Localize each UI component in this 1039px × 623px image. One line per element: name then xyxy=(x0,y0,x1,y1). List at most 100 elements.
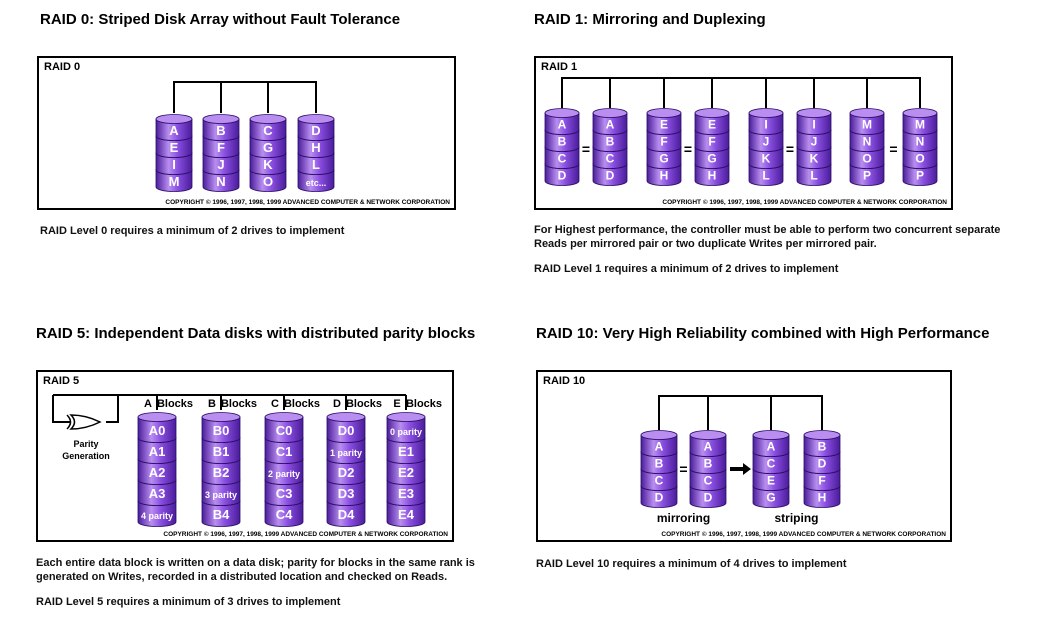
disk-label: O xyxy=(915,152,924,166)
disk-segment xyxy=(752,485,790,508)
disk-segment xyxy=(544,129,580,152)
disk-segment xyxy=(386,458,426,485)
disk-segment-top xyxy=(386,412,426,422)
disk-segment-top xyxy=(592,108,628,118)
disk-label: N xyxy=(863,135,872,149)
bus-line xyxy=(173,81,317,113)
disk-segment xyxy=(264,479,304,506)
disk-label: F xyxy=(660,135,667,149)
disk-segment xyxy=(796,146,832,169)
disk-segment xyxy=(297,135,335,158)
disk-label: A xyxy=(655,440,664,454)
disk-label: C1 xyxy=(276,444,293,459)
disk-segment xyxy=(592,146,628,169)
disk-label: E3 xyxy=(398,486,414,501)
disk-segment-top xyxy=(264,412,304,422)
disk-label: J xyxy=(217,157,224,172)
disk-label: A xyxy=(558,118,567,132)
raid1-desc-line xyxy=(534,251,1000,262)
disk-segment xyxy=(902,112,938,135)
disk-label: A3 xyxy=(149,486,166,501)
disk-segment xyxy=(249,135,287,158)
raid5-desc-line: generated on Writes, recorded in a distr… xyxy=(36,571,448,583)
raid0-desc-line: RAID Level 0 requires a minimum of 2 dri… xyxy=(40,225,345,237)
disk-segment-top xyxy=(902,108,938,118)
disk-segment xyxy=(155,135,193,158)
disk-label: A1 xyxy=(149,444,166,459)
raid0-label: RAID 0 xyxy=(44,61,81,73)
disk-segment-top xyxy=(249,114,287,124)
disk-segment xyxy=(137,479,177,506)
disk-label: G xyxy=(707,152,716,166)
disk-segment xyxy=(264,458,304,485)
disk-segment xyxy=(155,169,193,192)
xor-gate-icon xyxy=(69,414,102,430)
bus-line xyxy=(561,77,921,108)
disk-segment xyxy=(803,434,841,457)
disk-label: D xyxy=(311,123,320,138)
disk-label: E xyxy=(708,118,716,132)
disk-label: H xyxy=(311,140,320,155)
striping-label: striping xyxy=(775,511,819,525)
disk-segment xyxy=(202,169,240,192)
disk-label: E1 xyxy=(398,444,414,459)
disk-segment xyxy=(849,146,885,169)
disk-segment-top xyxy=(796,108,832,118)
disk-label: G xyxy=(766,491,775,505)
block-header: A xyxy=(144,398,152,410)
disk-segment xyxy=(326,479,366,506)
disk-label: F xyxy=(708,135,715,149)
disk-segment xyxy=(646,146,682,169)
disk-segment xyxy=(326,500,366,527)
disk-label: 4 parity xyxy=(141,511,173,521)
raid1-copyright: COPYRIGHT © 1996, 1997, 1998, 1999 ADVAN… xyxy=(662,199,947,206)
disk-segment xyxy=(592,129,628,152)
raid0-copyright: COPYRIGHT © 1996, 1997, 1998, 1999 ADVAN… xyxy=(165,199,450,206)
disk-label: K xyxy=(263,157,273,172)
parity-feedback-line xyxy=(52,395,71,423)
disk-segment-top xyxy=(849,108,885,118)
disk-segment-top xyxy=(640,430,678,440)
disk-segment-top xyxy=(689,430,727,440)
xor-gate-icon xyxy=(66,414,72,430)
disk-segment xyxy=(752,434,790,457)
disk-segment xyxy=(155,152,193,175)
disk-label: O xyxy=(862,152,871,166)
block-header: Blocks xyxy=(284,398,320,410)
disk-label: C xyxy=(606,152,615,166)
disk-segment xyxy=(297,118,335,141)
block-header: E xyxy=(393,398,400,410)
disk-segment xyxy=(748,112,784,135)
disk-label: D xyxy=(606,169,615,183)
disk-label: 1 parity xyxy=(330,448,362,458)
disk-label: 0 parity xyxy=(390,427,422,437)
raid1-desc-line: RAID Level 1 requires a minimum of 2 dri… xyxy=(534,263,839,275)
disk-label: H xyxy=(818,491,827,505)
disk-segment xyxy=(201,437,241,464)
disk-label: B xyxy=(216,123,225,138)
disk-label: I xyxy=(812,118,815,132)
equals-sign: = xyxy=(684,141,692,157)
disk-segment xyxy=(592,163,628,186)
disk-segment xyxy=(640,468,678,491)
parity-out-line xyxy=(106,395,119,423)
disk-label: M xyxy=(915,118,925,132)
disk-label: P xyxy=(863,169,871,183)
disk-label: B4 xyxy=(213,507,230,522)
disk-label: F xyxy=(818,474,825,488)
raid1-desc-line: Reads per mirrored pair or two duplicate… xyxy=(534,238,877,250)
disk-segment xyxy=(386,416,426,443)
raid10-copyright: COPYRIGHT © 1996, 1997, 1998, 1999 ADVAN… xyxy=(661,531,946,538)
disk-segment-top xyxy=(137,412,177,422)
disk-label: A xyxy=(767,440,776,454)
disk-segment xyxy=(137,500,177,527)
disk-label: D4 xyxy=(338,507,355,522)
disk-segment-top xyxy=(155,114,193,124)
raid1-description: For Highest performance, the controller … xyxy=(534,223,1000,276)
